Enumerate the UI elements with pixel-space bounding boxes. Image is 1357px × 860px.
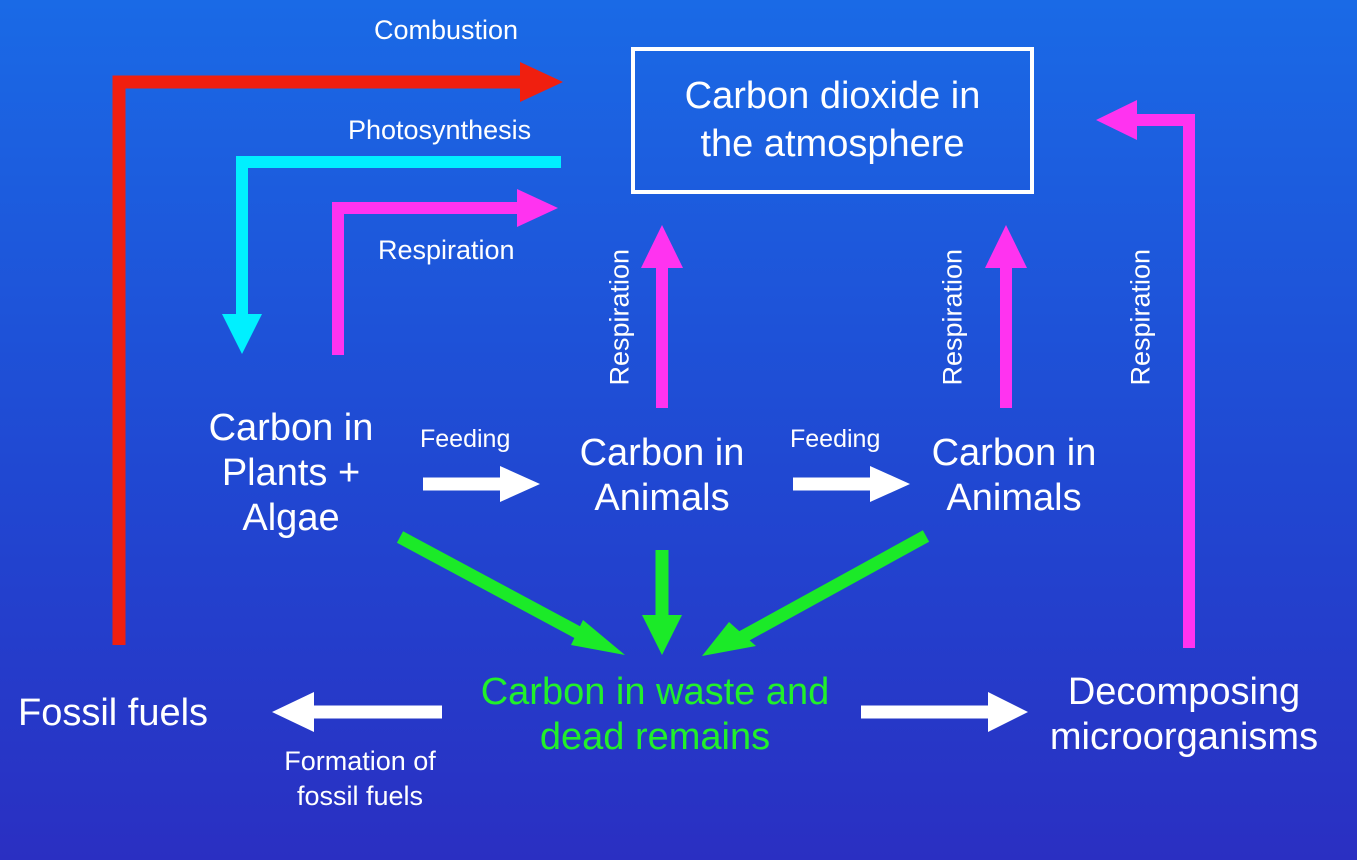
- combustion-arrow: [112, 62, 563, 645]
- respiration-animals1-arrow: [641, 225, 683, 408]
- respiration-plants-arrow: [332, 189, 558, 355]
- plants-line-2: Plants +: [221, 451, 361, 494]
- decomposers-line-1: Decomposing: [1067, 671, 1301, 713]
- co2-line-1: Carbon dioxide in: [684, 75, 981, 117]
- plants-line-3: Algae: [242, 496, 340, 539]
- respiration-animals2-arrow: [985, 225, 1027, 408]
- decay-arrow-animals2: [702, 530, 930, 656]
- waste-remains-node: Carbon in waste and dead remains: [440, 670, 870, 760]
- co2-atmosphere-box: Carbon dioxide in the atmosphere: [631, 47, 1034, 194]
- animals2-line-2: Animals: [946, 476, 1082, 519]
- formation-line-2: fossil fuels: [296, 781, 424, 812]
- respiration-decomposers-arrow: [1096, 100, 1195, 648]
- feeding-label-1: Feeding: [420, 425, 511, 453]
- waste-line-2: dead remains: [539, 715, 771, 758]
- photosynthesis-arrow: [222, 156, 561, 354]
- formation-line-1: Formation of: [284, 746, 436, 776]
- animals1-line-2: Animals: [594, 476, 730, 519]
- photosynthesis-label: Photosynthesis: [348, 115, 532, 145]
- co2-line-2: the atmosphere: [700, 122, 965, 165]
- formation-label: Formation of fossil fuels: [260, 744, 460, 814]
- feeding-label-2: Feeding: [790, 425, 881, 453]
- decay-arrow-plants: [396, 531, 625, 655]
- formation-arrow: [272, 692, 442, 732]
- waste-line-1: Carbon in waste and: [480, 671, 830, 713]
- decomposition-arrow: [861, 692, 1028, 732]
- respiration-decomposers-label: Respiration: [1125, 248, 1156, 386]
- respiration-animals1-label: Respiration: [604, 248, 635, 386]
- combustion-label: Combustion: [374, 15, 519, 45]
- feeding-arrow-2: [793, 466, 910, 502]
- animals2-node: Carbon in Animals: [902, 431, 1126, 521]
- animals2-line-1: Carbon in: [931, 432, 1097, 474]
- respiration-plants-label: Respiration: [378, 235, 515, 265]
- decay-arrow-animals1: [642, 550, 682, 655]
- animals1-node: Carbon in Animals: [550, 431, 774, 521]
- decomposers-node: Decomposing microorganisms: [1025, 670, 1343, 760]
- decomposers-line-2: microorganisms: [1049, 715, 1319, 758]
- respiration-animals2-label: Respiration: [937, 248, 968, 386]
- plants-line-1: Carbon in: [208, 407, 374, 449]
- plants-algae-node: Carbon in Plants + Algae: [180, 406, 402, 540]
- fossil-fuels-node: Fossil fuels: [18, 692, 209, 734]
- feeding-arrow-1: [423, 466, 540, 502]
- animals1-line-1: Carbon in: [579, 432, 745, 474]
